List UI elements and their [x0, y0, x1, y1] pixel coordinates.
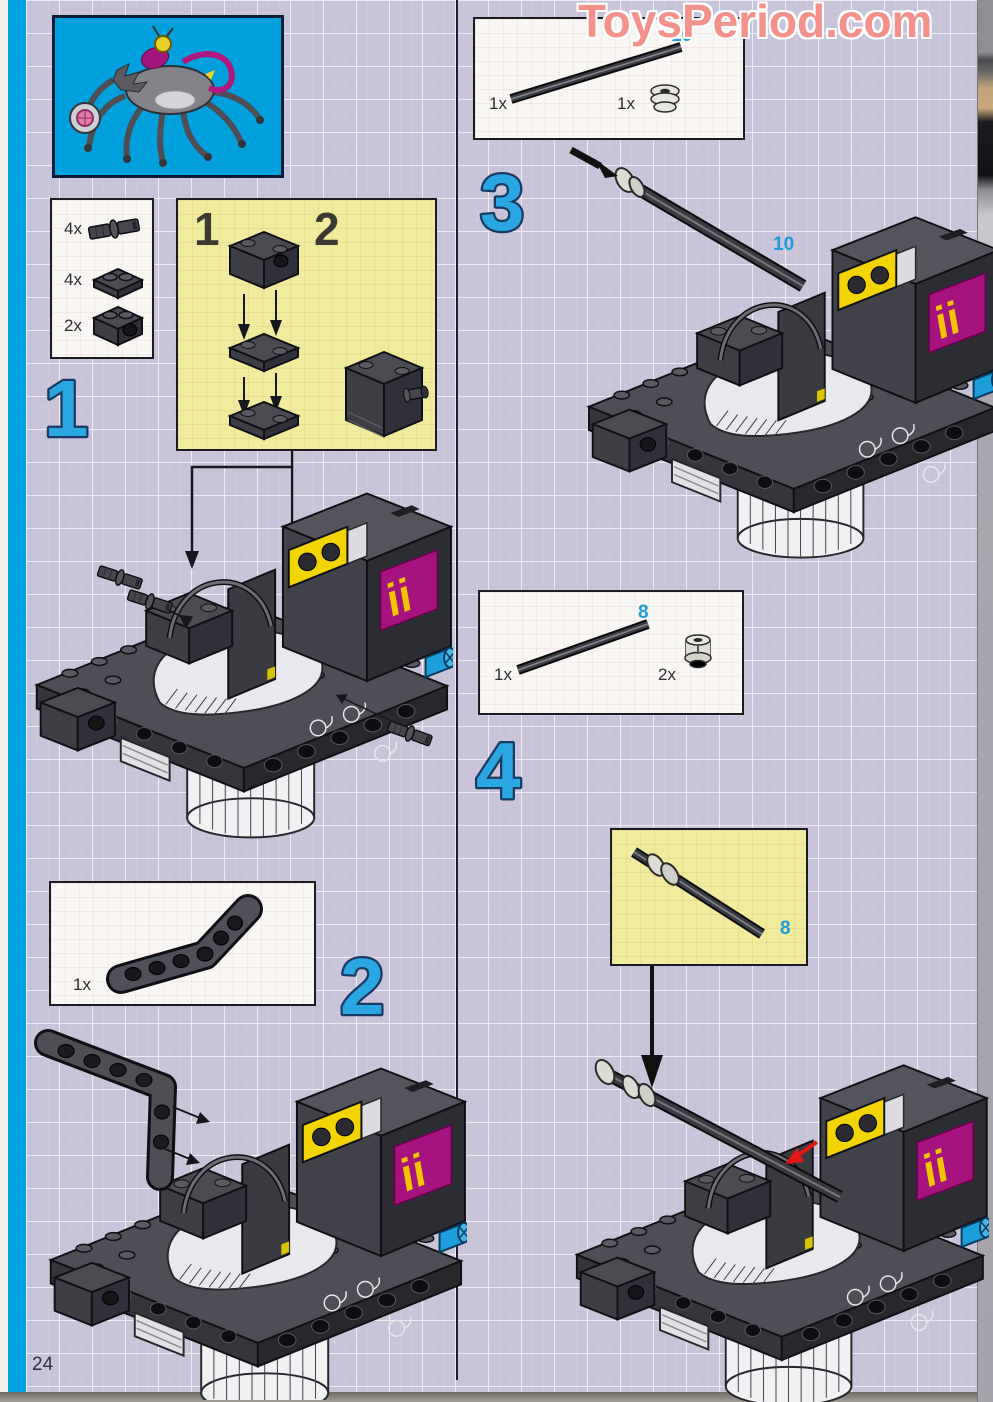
page-bottom-edge	[0, 1392, 993, 1402]
plate-qty-label: 4x	[64, 270, 82, 289]
down-arrows-1	[243, 290, 277, 324]
step1-number: 1	[42, 364, 91, 448]
insert-axle-with-bushings	[594, 1058, 844, 1203]
subassembly-drawing	[227, 230, 429, 441]
part-row-brick: 2x	[58, 300, 150, 352]
spider-feet	[84, 116, 264, 167]
insert-arrow	[569, 146, 618, 178]
brick-qty-label: 2x	[64, 316, 82, 335]
sub-brick	[227, 230, 301, 290]
floating-angled-beam	[34, 1029, 177, 1191]
floating-pins	[95, 562, 194, 629]
page-number: 24	[32, 1354, 54, 1375]
svg-text:2: 2	[340, 942, 385, 1026]
yellow-accent	[205, 70, 215, 80]
spider-robot-photo	[69, 25, 264, 167]
beam-icon	[106, 894, 263, 994]
magenta-tube	[181, 51, 235, 93]
sub-plate1	[227, 332, 301, 373]
step4-parts-drawing: 1x 8 2x	[494, 602, 712, 684]
floating-pin-right	[335, 694, 435, 750]
step4-number: 4	[474, 726, 524, 812]
pin-qty-label: 4x	[64, 219, 82, 238]
substep2-number: 2	[314, 203, 340, 255]
column-divider	[456, 0, 458, 1380]
beam-qty-label: 1x	[73, 975, 91, 994]
step1-model	[18, 452, 463, 857]
step3-model: 10	[569, 146, 993, 578]
substep1-number: 1	[194, 203, 220, 255]
step4-inset-box: 8	[610, 828, 808, 966]
rider-head	[154, 35, 172, 53]
step4-model	[545, 1058, 993, 1402]
watermark: ToysPeriod.com	[578, 0, 933, 47]
axle-length-callout: 8	[638, 602, 649, 623]
step2-model	[34, 1029, 467, 1400]
axle-qty-label: 1x	[494, 665, 512, 684]
step2-parts-box: 1x	[49, 881, 316, 1006]
axle-with-bushings-drawing: 8	[631, 847, 791, 939]
spider-belly	[154, 90, 196, 110]
left-blue-stripe	[8, 0, 26, 1392]
axle-icon	[516, 619, 650, 675]
step4-parts-box: 1x 8 2x	[478, 590, 744, 715]
axle-length-callout: 10	[671, 25, 692, 46]
svg-text:4: 4	[476, 726, 521, 812]
axle-qty-label: 1x	[489, 94, 507, 113]
spider-legs	[84, 77, 262, 163]
step1-subassembly-panel: 1 2 2x	[176, 198, 437, 451]
brick-icon	[91, 305, 145, 347]
spider-spikes	[112, 63, 149, 93]
part-row-plate: 4x	[58, 258, 150, 302]
step3-number: 3	[478, 158, 527, 242]
step2-number: 2	[338, 942, 387, 1026]
plate-icon	[91, 267, 145, 300]
bushing-rings-icon	[650, 84, 680, 113]
axle-pin-stub	[403, 385, 429, 403]
step3-parts-drawing: 1x 10 1x	[489, 25, 692, 113]
sub-brick-pin	[343, 350, 429, 438]
sub-plate2	[227, 400, 301, 441]
attach-arrows	[159, 1106, 201, 1160]
svg-text:3: 3	[480, 158, 525, 242]
axle-callout: 10	[773, 234, 794, 255]
bushing-icon	[684, 634, 712, 669]
bushing-qty-label: 2x	[658, 665, 676, 684]
svg-text:1: 1	[44, 364, 89, 448]
step3-parts-box: 1x 10 1x	[473, 17, 745, 140]
saw-disc	[69, 102, 101, 134]
inset-axle-callout: 8	[780, 918, 791, 939]
step1-parts-box: 4x 4x 2x	[50, 198, 154, 359]
axle-icon	[509, 42, 683, 104]
insert-axle	[614, 167, 807, 292]
part-row-pin: 4x	[58, 214, 142, 244]
down-arrows-2	[243, 373, 277, 400]
bushing-qty-label: 1x	[617, 94, 635, 113]
model-photo-box	[52, 15, 284, 178]
pin-icon	[86, 214, 142, 244]
inset-down-arrow	[641, 964, 663, 1088]
red-position-arrow	[785, 1140, 819, 1164]
